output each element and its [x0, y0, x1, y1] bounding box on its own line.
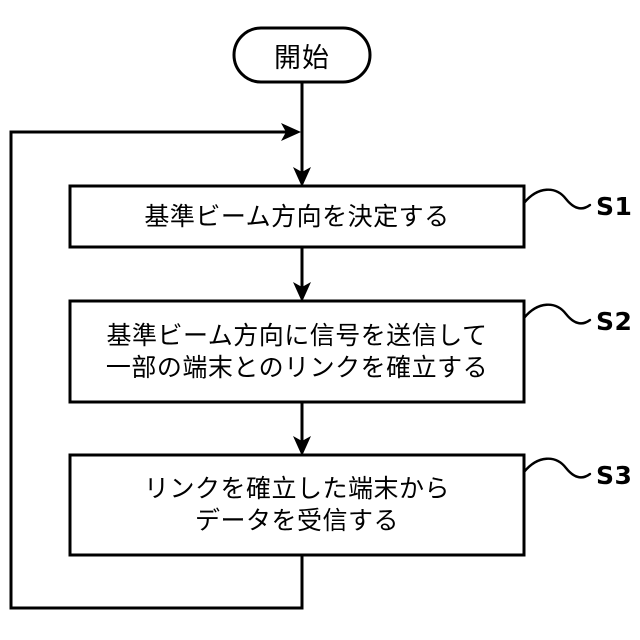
step-label-s3: S3	[596, 461, 633, 490]
node-s2-shape	[68, 299, 526, 404]
connector-s1-to-s2-arrowhead	[293, 282, 311, 302]
connector-loop-back-path	[9, 130, 304, 610]
leader-line-s3-icon	[522, 457, 592, 479]
step-label-s2: S2	[596, 307, 633, 336]
node-s3-shape	[68, 453, 526, 557]
leader-line-s2-icon	[522, 303, 592, 325]
connector-s2-to-s3-arrowhead	[293, 436, 311, 456]
leader-line-s1-icon	[522, 188, 592, 210]
node-start-shape	[232, 26, 372, 84]
connector-loop-back-arrowhead	[281, 123, 301, 141]
step-label-s1: S1	[596, 192, 633, 221]
node-s1-shape	[68, 184, 526, 249]
connector-start-to-s1-arrowhead	[293, 167, 311, 187]
